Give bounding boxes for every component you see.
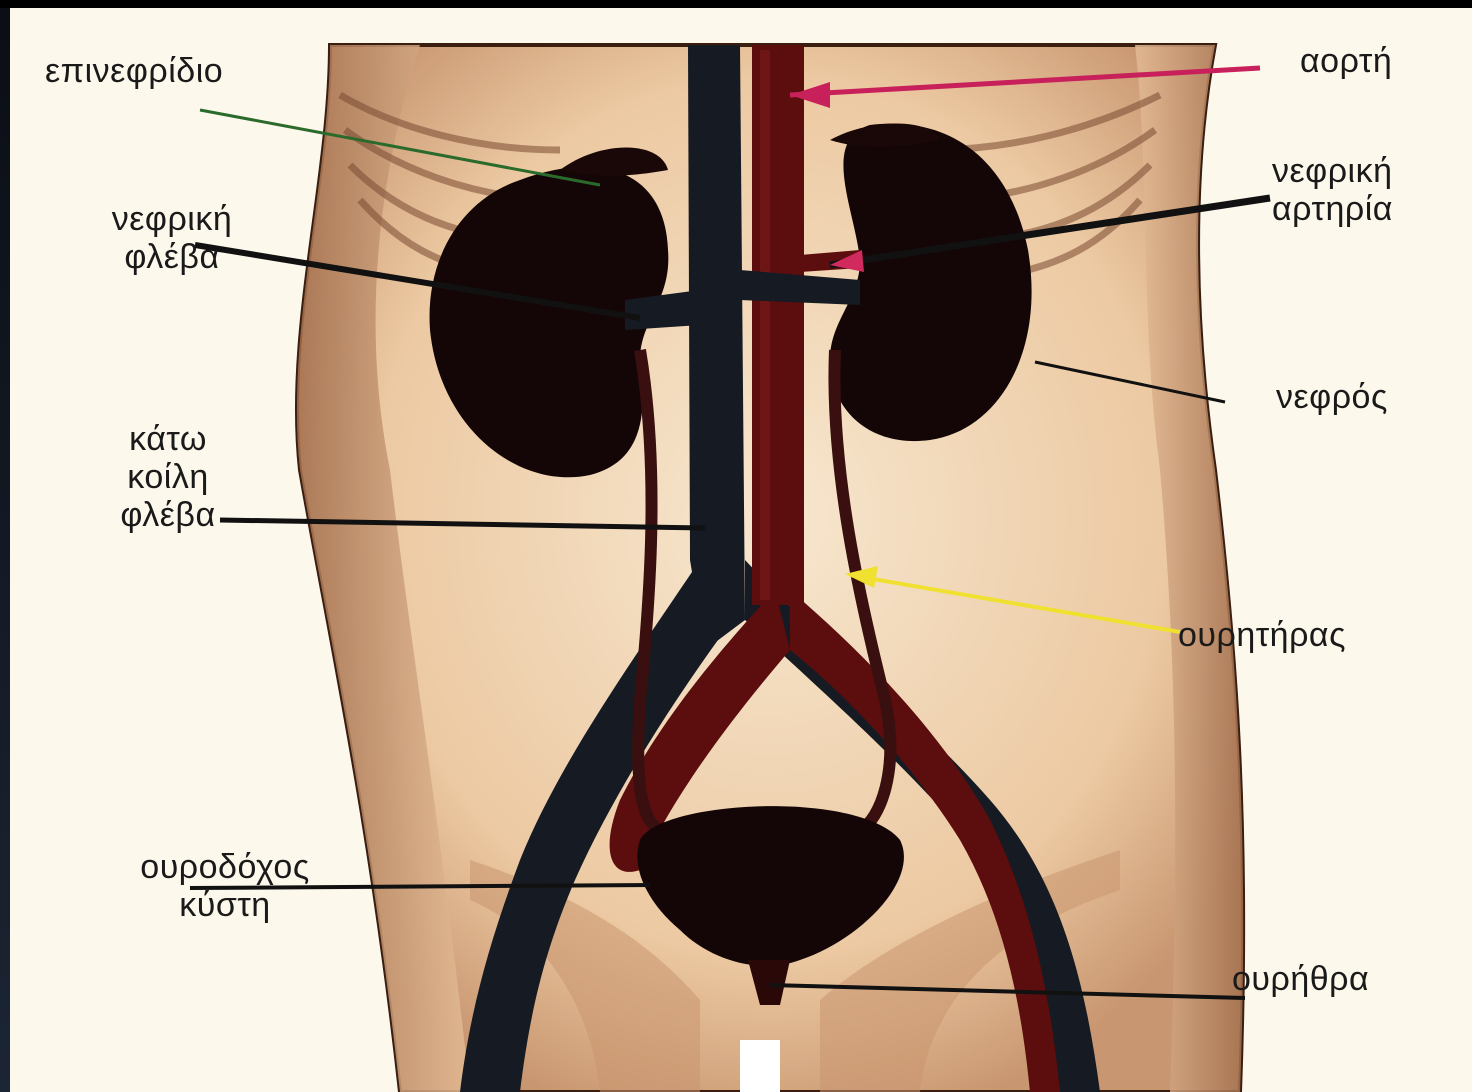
label-renal-vein-line1: νεφρική <box>62 200 282 238</box>
label-vena-cava-line3: φλέβα <box>58 496 278 534</box>
label-bladder-line1: ουροδόχος <box>80 848 370 886</box>
label-renal-vein: νεφρική φλέβα <box>62 200 282 276</box>
aorta-vessel <box>752 45 804 605</box>
label-adrenal: επινεφρίδιο <box>45 52 223 90</box>
label-renal-vein-line2: φλέβα <box>62 238 282 276</box>
label-aorta: αορτή <box>1300 42 1392 80</box>
label-renal-artery: νεφρική αρτηρία <box>1272 152 1393 228</box>
label-urethra: ουρήθρα <box>1232 960 1369 998</box>
label-bladder: ουροδόχος κύστη <box>80 848 370 924</box>
inferior-vena-cava <box>688 45 745 650</box>
label-ureter: ουρητήρας <box>1178 616 1346 654</box>
label-renal-artery-line2: αρτηρία <box>1272 190 1393 228</box>
groin-gap <box>740 1040 780 1092</box>
label-vena-cava-line1: κάτω <box>58 420 278 458</box>
aorta-highlight <box>760 50 770 600</box>
label-renal-artery-line1: νεφρική <box>1272 152 1393 190</box>
label-vena-cava: κάτω κοίλη φλέβα <box>58 420 278 534</box>
label-kidney: νεφρός <box>1276 378 1388 416</box>
label-vena-cava-line2: κοίλη <box>58 458 278 496</box>
label-bladder-line2: κύστη <box>80 886 370 924</box>
